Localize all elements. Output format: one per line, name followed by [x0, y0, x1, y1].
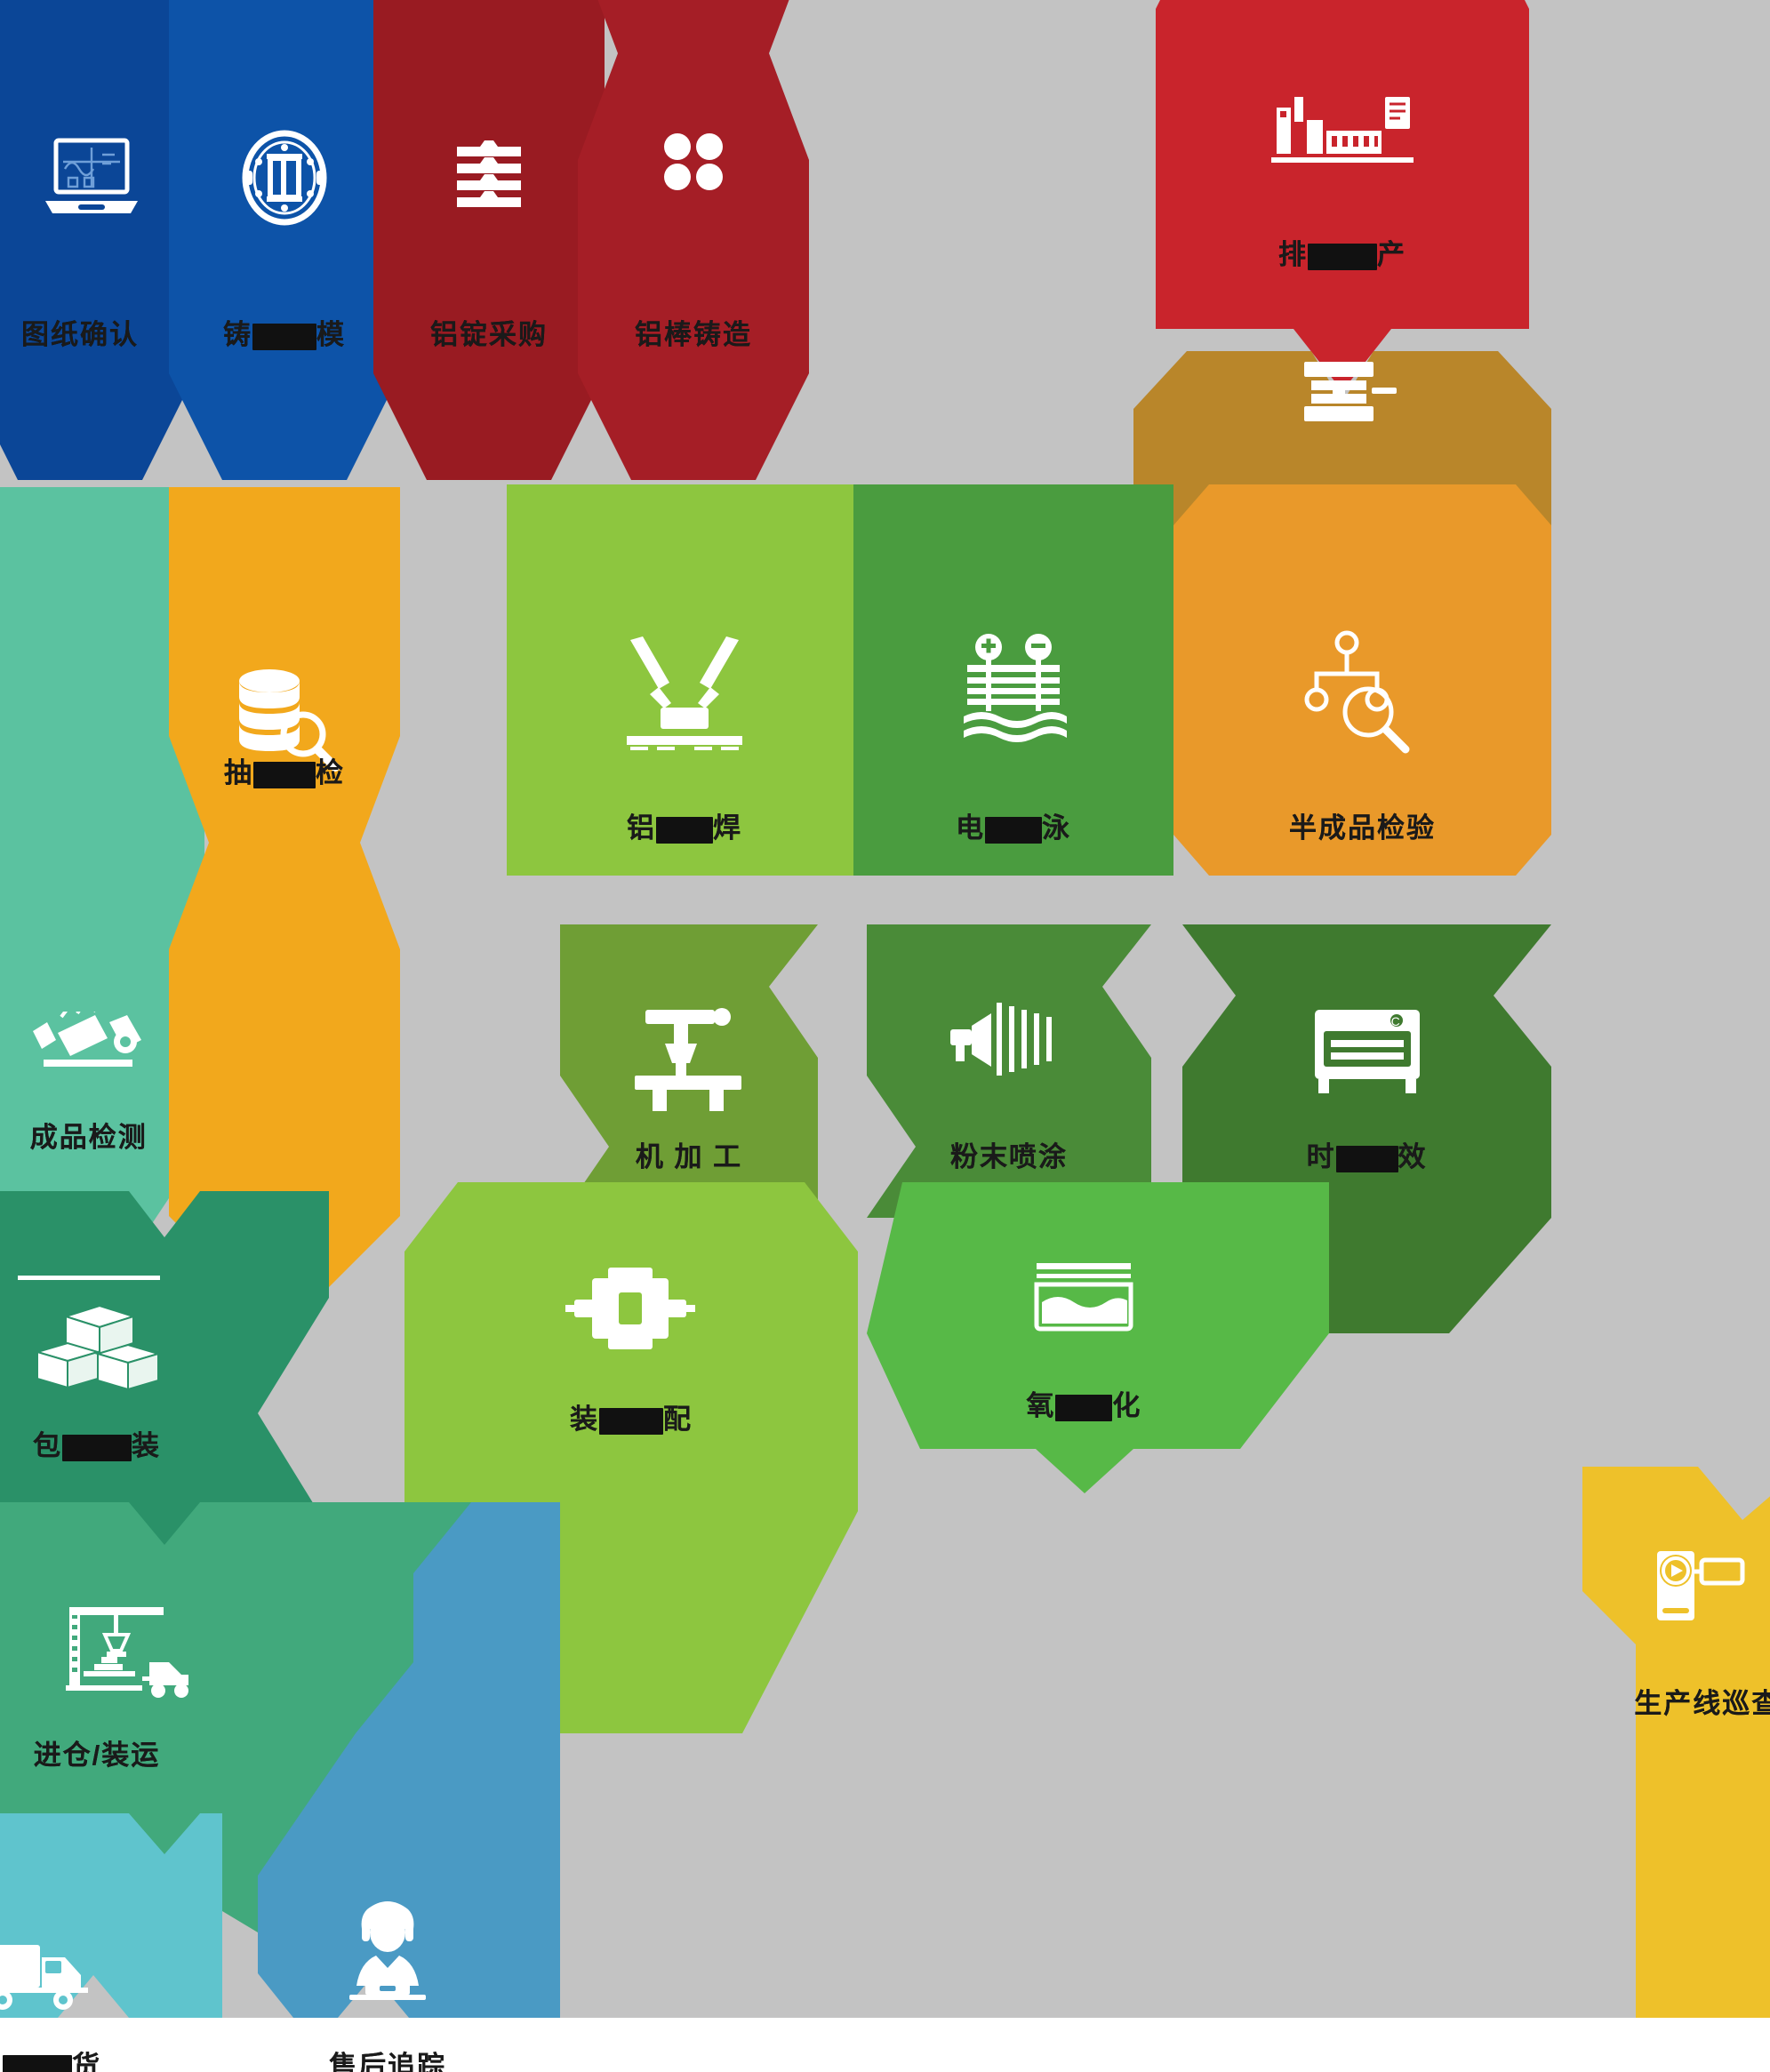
- process-node-label: 进仓/装运: [33, 1740, 161, 1771]
- process-node-casting-mold[interactable]: 铸模: [169, 0, 400, 542]
- process-node-billet-casting[interactable]: 铝棒铸造: [578, 0, 809, 542]
- chevron-shape: [169, 0, 400, 480]
- process-node-label: 机 加 工: [635, 1141, 743, 1172]
- process-node-label: 出货: [0, 2051, 101, 2072]
- redacted-text: [985, 816, 1042, 844]
- process-node-machining[interactable]: 机 加 工: [560, 924, 818, 1218]
- process-node-anodizing[interactable]: 氧化: [867, 1182, 1329, 1493]
- redacted-text: [1308, 243, 1377, 270]
- process-node-powder-coating[interactable]: 粉末喷涂: [867, 924, 1151, 1218]
- chevron-shape: [169, 487, 400, 1332]
- process-node-production-scheduling[interactable]: 排产: [1156, 0, 1529, 391]
- redacted-text: [656, 816, 713, 844]
- process-node-aluminum-welding[interactable]: 铝焊: [507, 484, 862, 876]
- chevron-shape: [578, 0, 809, 480]
- process-node-label: 半成品检验: [1289, 812, 1436, 844]
- redacted-text: [3, 2054, 73, 2072]
- process-node-label: 成品检测: [29, 1122, 148, 1153]
- process-node-label: 抽检: [224, 757, 345, 788]
- process-node-label: 电泳: [956, 812, 1071, 844]
- redacted-text: [62, 1434, 132, 1461]
- process-node-label: 铝焊: [627, 812, 742, 844]
- chevron-shape: [560, 924, 818, 1218]
- process-node-aftersales-tracking[interactable]: 售后追踪: [258, 1502, 560, 2072]
- chevron-shape: [0, 1813, 222, 2018]
- chevron-shape: [0, 0, 196, 480]
- redacted-text: [253, 761, 316, 788]
- redacted-text: [252, 323, 316, 350]
- process-node-label: 包装: [33, 1430, 161, 1461]
- chevron-shape: [258, 1502, 560, 2018]
- process-node-label: 排产: [1278, 239, 1406, 270]
- process-node-label: 氧化: [1026, 1390, 1142, 1421]
- process-node-electrophoresis[interactable]: 电泳: [853, 484, 1173, 876]
- process-node-label: 装配: [570, 1404, 693, 1435]
- chevron-shape: [373, 0, 605, 480]
- process-node-ingot-purchase[interactable]: 铝锭采购: [373, 0, 605, 542]
- process-node-label: 时效: [1306, 1141, 1428, 1172]
- process-node-label: 铸模: [223, 319, 346, 350]
- chevron-shape: [507, 484, 862, 876]
- process-node-label: 铝棒铸造: [635, 319, 752, 350]
- process-node-line-patrol[interactable]: 生产线巡查: [1582, 1467, 1770, 2018]
- process-node-label: 售后追踪: [329, 2051, 447, 2072]
- chevron-shape: [1156, 0, 1529, 391]
- redacted-text: [1055, 1394, 1113, 1421]
- chevron-shape: [867, 1182, 1329, 1493]
- process-node-dispatch[interactable]: 出货: [0, 1813, 222, 2072]
- process-node-label: 图纸确认: [21, 319, 139, 350]
- redacted-text: [599, 1407, 663, 1435]
- process-node-label: 粉末喷涂: [950, 1141, 1068, 1172]
- process-node-label: 生产线巡查: [1634, 1688, 1770, 1719]
- process-node-label: 铝锭采购: [430, 319, 548, 350]
- divider-line: [18, 1276, 160, 1280]
- chevron-shape: [1582, 1467, 1770, 2018]
- redacted-text: [1335, 1145, 1398, 1172]
- process-node-semifinished-inspection[interactable]: 半成品检验: [1173, 484, 1551, 876]
- process-node-drawing-confirmation[interactable]: 图纸确认: [0, 0, 196, 542]
- chevron-shape: [867, 924, 1151, 1218]
